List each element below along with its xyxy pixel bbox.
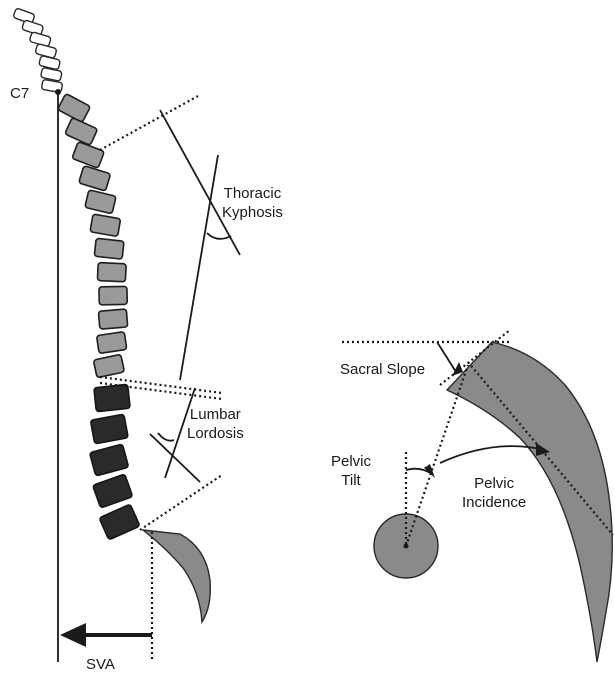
c7-point [55, 89, 61, 95]
thoracic-vertebra-4 [79, 166, 111, 191]
thoracic-vertebra-7 [94, 238, 124, 259]
lumbar-vertebra-5 [99, 504, 140, 540]
thoracic-vertebra-3 [72, 142, 105, 169]
thoracic-vertebra-12 [93, 354, 124, 377]
pelvic-tilt-line-1: Pelvic [331, 452, 371, 471]
pelvic-incidence-line-1: Pelvic [462, 474, 526, 493]
pelvic-tilt-label: Pelvic Tilt [331, 452, 371, 490]
lumbar-vertebra-3 [90, 444, 129, 476]
t-lower-perpendicular [180, 155, 218, 380]
cervical-vertebra-5 [39, 55, 61, 69]
thoracic-vertebra-10 [98, 309, 127, 329]
sva-arrow-head [60, 623, 86, 647]
thoracic-vertebra-11 [97, 332, 127, 354]
lumbar-lordosis-line-2: Lordosis [187, 424, 244, 443]
sacral-slope-label: Sacral Slope [340, 360, 425, 379]
lumbar-lordosis-line-1: Lumbar [187, 405, 244, 424]
thoracic-vertebra-5 [85, 190, 116, 214]
thoracic-kyphosis-line-2: Kyphosis [222, 203, 283, 222]
thoracic-vertebra-6 [90, 214, 121, 237]
thoracic-kyphosis-label: Thoracic Kyphosis [222, 184, 283, 222]
cervical-vertebra-6 [41, 67, 63, 81]
thoracic-kyphosis-line-1: Thoracic [222, 184, 283, 203]
sacrum-left [143, 530, 210, 622]
lumbar-vertebra-1 [94, 384, 130, 411]
lumbar-vertebra-2 [90, 414, 128, 444]
lumbar-lordosis-angle-arc [158, 433, 174, 441]
spinal-column [13, 8, 140, 540]
sacral-slope-arc [437, 342, 456, 372]
t-upper-perpendicular [160, 110, 240, 255]
pelvic-incidence-label: Pelvic Incidence [462, 474, 526, 512]
pelvic-tilt-line-2: Tilt [331, 471, 371, 490]
c7-label: C7 [10, 84, 29, 103]
lumbar-lordosis-label: Lumbar Lordosis [187, 405, 244, 443]
s1-endplate-line [140, 475, 222, 530]
thoracic-vertebra-9 [99, 286, 127, 305]
thoracic-vertebra-2 [65, 117, 98, 145]
lumbar-vertebra-4 [93, 474, 133, 508]
thoracic-vertebra-8 [97, 263, 126, 282]
sva-label: SVA [86, 655, 115, 674]
pelvic-incidence-line-2: Incidence [462, 493, 526, 512]
t-upper-endplate-line [100, 96, 198, 150]
